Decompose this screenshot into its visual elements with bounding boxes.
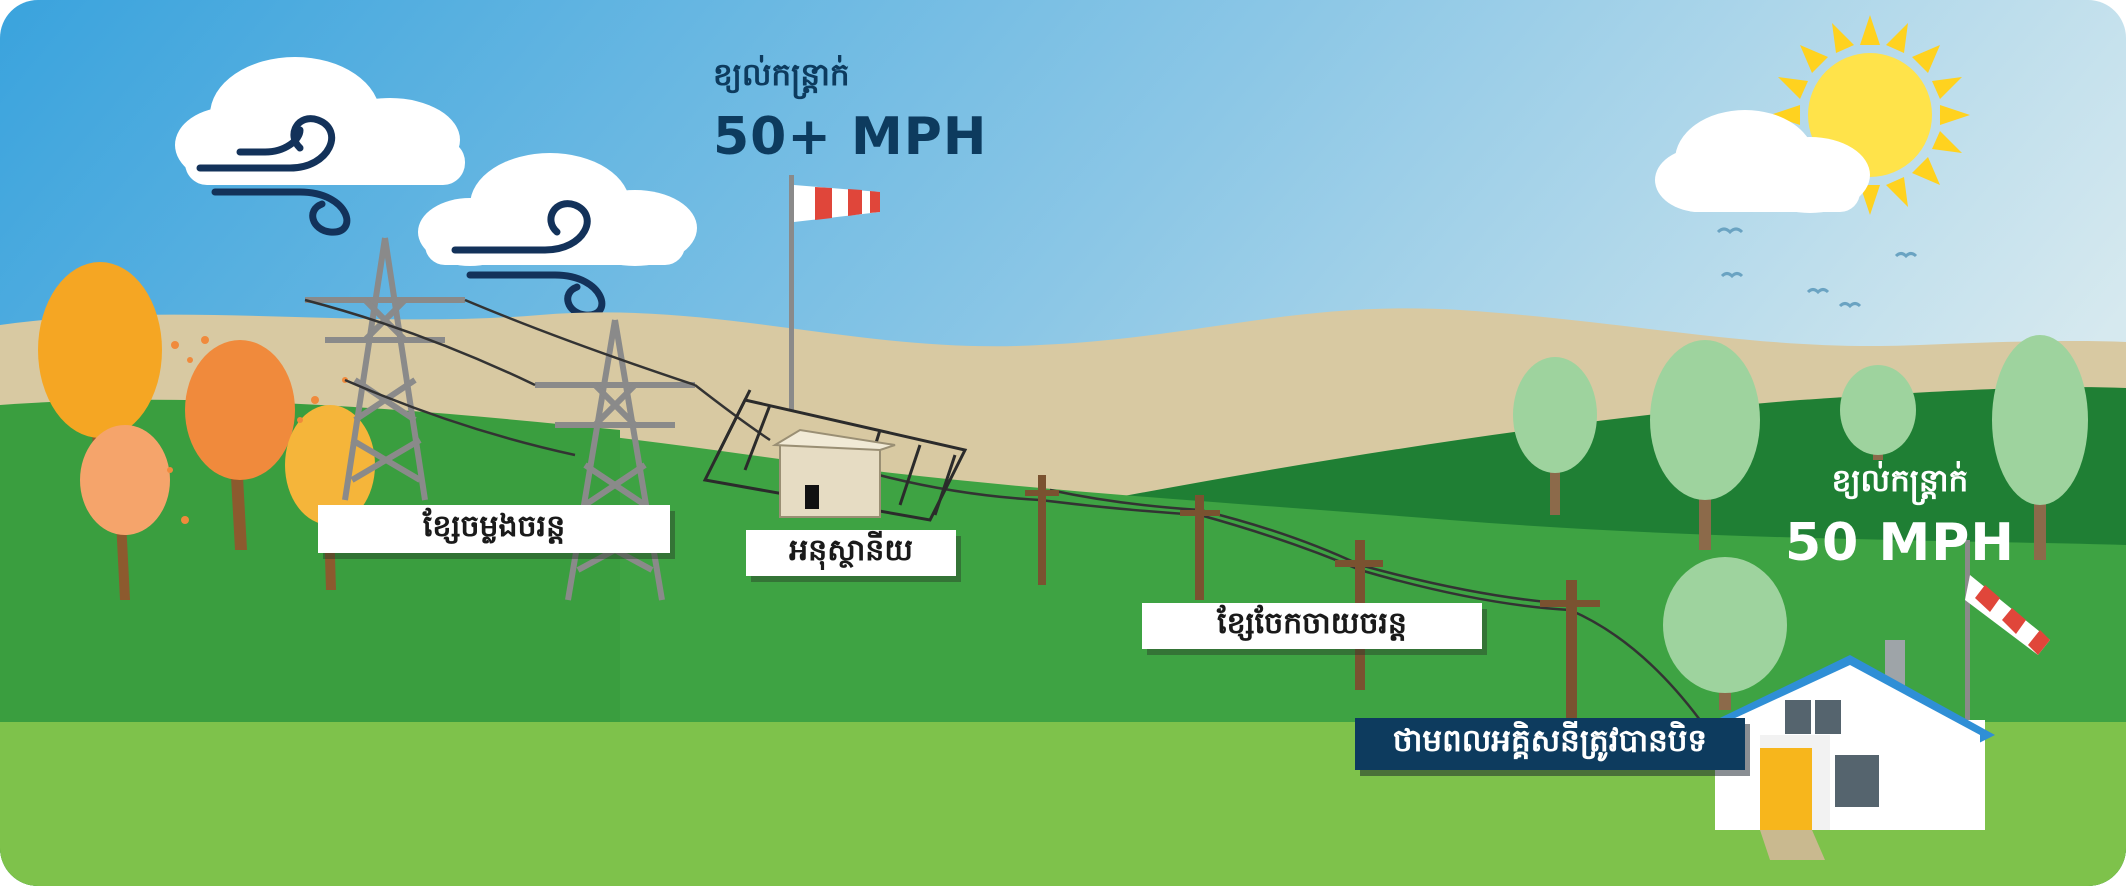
power-lines	[304, 298, 1701, 721]
transmission-tower	[535, 319, 695, 601]
substation-label: អនុស្ថានីយ	[746, 530, 956, 576]
transmission-lines-label: ខ្សែចម្លងចរន្ត	[318, 505, 670, 553]
windsock-icon	[789, 175, 880, 410]
wind-gust-khmer-label: ខ្យល់កន្ត្រាក់	[1831, 463, 1969, 499]
wind-gust-icon	[196, 115, 351, 236]
wind-gust-caption-left: ខ្យល់កន្ត្រាក់ 50+ MPH	[713, 56, 987, 167]
autumn-trees-left	[38, 262, 375, 600]
windsock-icon	[1965, 540, 2050, 720]
birds-icon	[1716, 227, 1918, 309]
utility-pole	[1025, 475, 1059, 585]
wind-gust-caption-right: ខ្យល់កន្ត្រាក់ 50 MPH	[1785, 462, 2015, 573]
transmission-tower	[305, 237, 465, 501]
wind-gust-khmer-label: ខ្យល់កន្ត្រាក់	[713, 57, 850, 93]
utility-pole	[1540, 580, 1600, 720]
wind-speed-value: 50+ MPH	[713, 107, 988, 167]
distribution-lines-label: ខ្សែចែកចាយចរន្ត	[1142, 603, 1482, 649]
power-shutoff-label: ថាមពលអគ្គិសនីត្រូវបានបិទ	[1355, 718, 1745, 770]
substation-illustration	[702, 389, 968, 522]
wind-speed-value: 50 MPH	[1785, 513, 2015, 573]
cloud-icon	[1655, 110, 1870, 213]
trees-right	[1513, 335, 2088, 710]
house-illustration	[1695, 640, 1995, 860]
utility-pole	[1180, 495, 1220, 600]
